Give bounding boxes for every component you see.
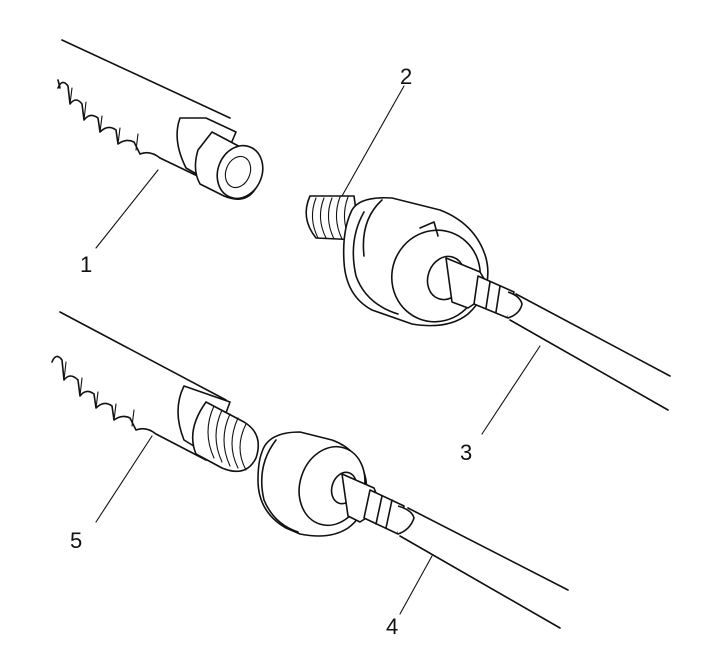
leader-lines <box>95 85 541 615</box>
leader-2 <box>341 85 405 197</box>
tie-rod-shaft-top <box>445 257 671 411</box>
callout-4: 4 <box>386 614 398 639</box>
leader-3 <box>481 345 541 435</box>
callout-3: 3 <box>460 440 472 465</box>
callout-labels: 1 2 3 4 5 <box>70 64 472 639</box>
callout-5: 5 <box>70 528 82 553</box>
callout-2: 2 <box>400 64 412 89</box>
inner-tie-rod-housing <box>342 196 489 327</box>
leader-4 <box>399 555 433 615</box>
rack-end-threaded <box>51 311 260 473</box>
leader-5 <box>95 435 153 523</box>
tie-rod-shaft-bottom <box>341 473 569 629</box>
leader-1 <box>95 169 159 249</box>
rack-end-socket <box>57 39 264 200</box>
callout-1: 1 <box>80 252 92 277</box>
